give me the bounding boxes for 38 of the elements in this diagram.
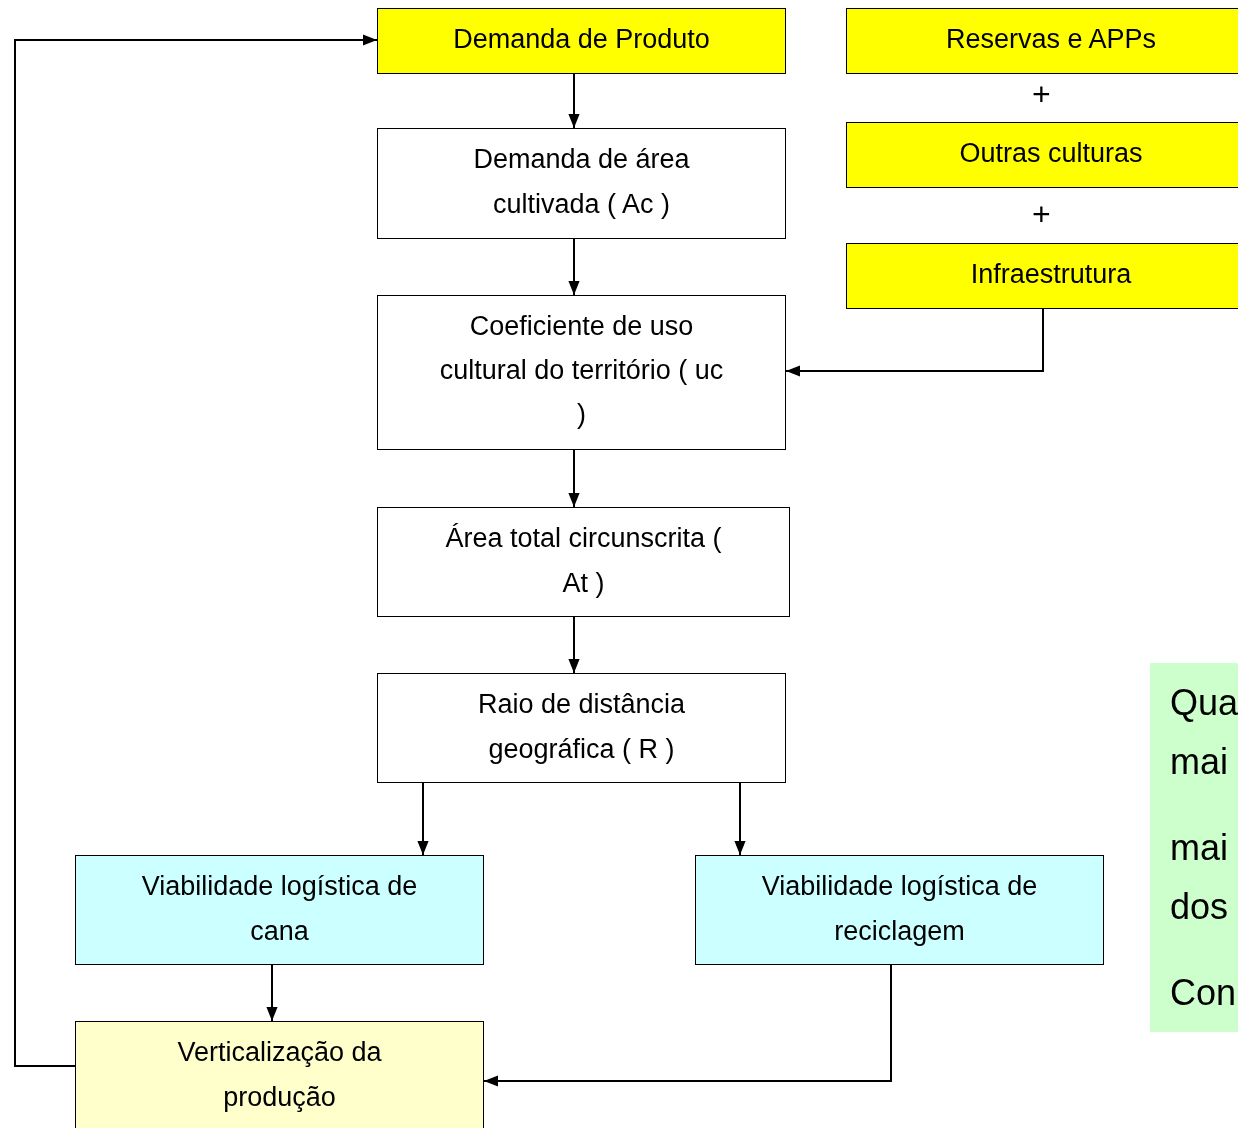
box-label: Reservas e APPs: [945, 23, 1157, 56]
plus-sign: +: [1032, 78, 1051, 110]
result-box: [75, 1021, 484, 1128]
box-label: Viabilidade logística de cana: [140, 870, 419, 948]
input-box: [846, 122, 1238, 188]
box-label: Verticalização da produção: [176, 1036, 383, 1114]
note-panel: [1150, 663, 1238, 1032]
arrow: [266, 964, 278, 1022]
arrow: [568, 73, 580, 129]
arrow: [14, 34, 378, 1067]
box-label: Área total circunscrita ( At ): [444, 522, 723, 600]
arrow: [568, 616, 580, 674]
arrow: [417, 782, 429, 856]
arrow: [568, 449, 580, 508]
process-box: [377, 673, 786, 783]
arrow: [568, 238, 580, 296]
plus-sign: +: [1032, 198, 1051, 230]
input-box: [846, 243, 1238, 309]
box-label: Raio de distância geográfica ( R ): [476, 688, 687, 766]
input-box: [846, 8, 1238, 74]
box-label: Infraestrutura: [970, 258, 1132, 291]
arrow: [785, 308, 1044, 377]
note-text: Con: [1170, 971, 1236, 1015]
note-text: mai dos: [1170, 826, 1230, 929]
process-box: [377, 128, 786, 239]
box-label: Demanda de área cultivada ( Ac ): [472, 143, 691, 221]
process-box: [377, 295, 786, 450]
box-label: Outras culturas: [959, 137, 1143, 170]
process-box: [75, 855, 484, 965]
box-label: Viabilidade logística de reciclagem: [760, 870, 1039, 948]
process-box: [377, 8, 786, 74]
box-label: Coeficiente de uso cultural do território ( uc ): [439, 310, 724, 431]
process-box: [695, 855, 1104, 965]
arrow: [734, 782, 746, 856]
process-box: [377, 507, 790, 617]
note-text: Qua mai: [1170, 681, 1236, 784]
box-label: Demanda de Produto: [453, 23, 710, 56]
arrow: [483, 964, 892, 1087]
